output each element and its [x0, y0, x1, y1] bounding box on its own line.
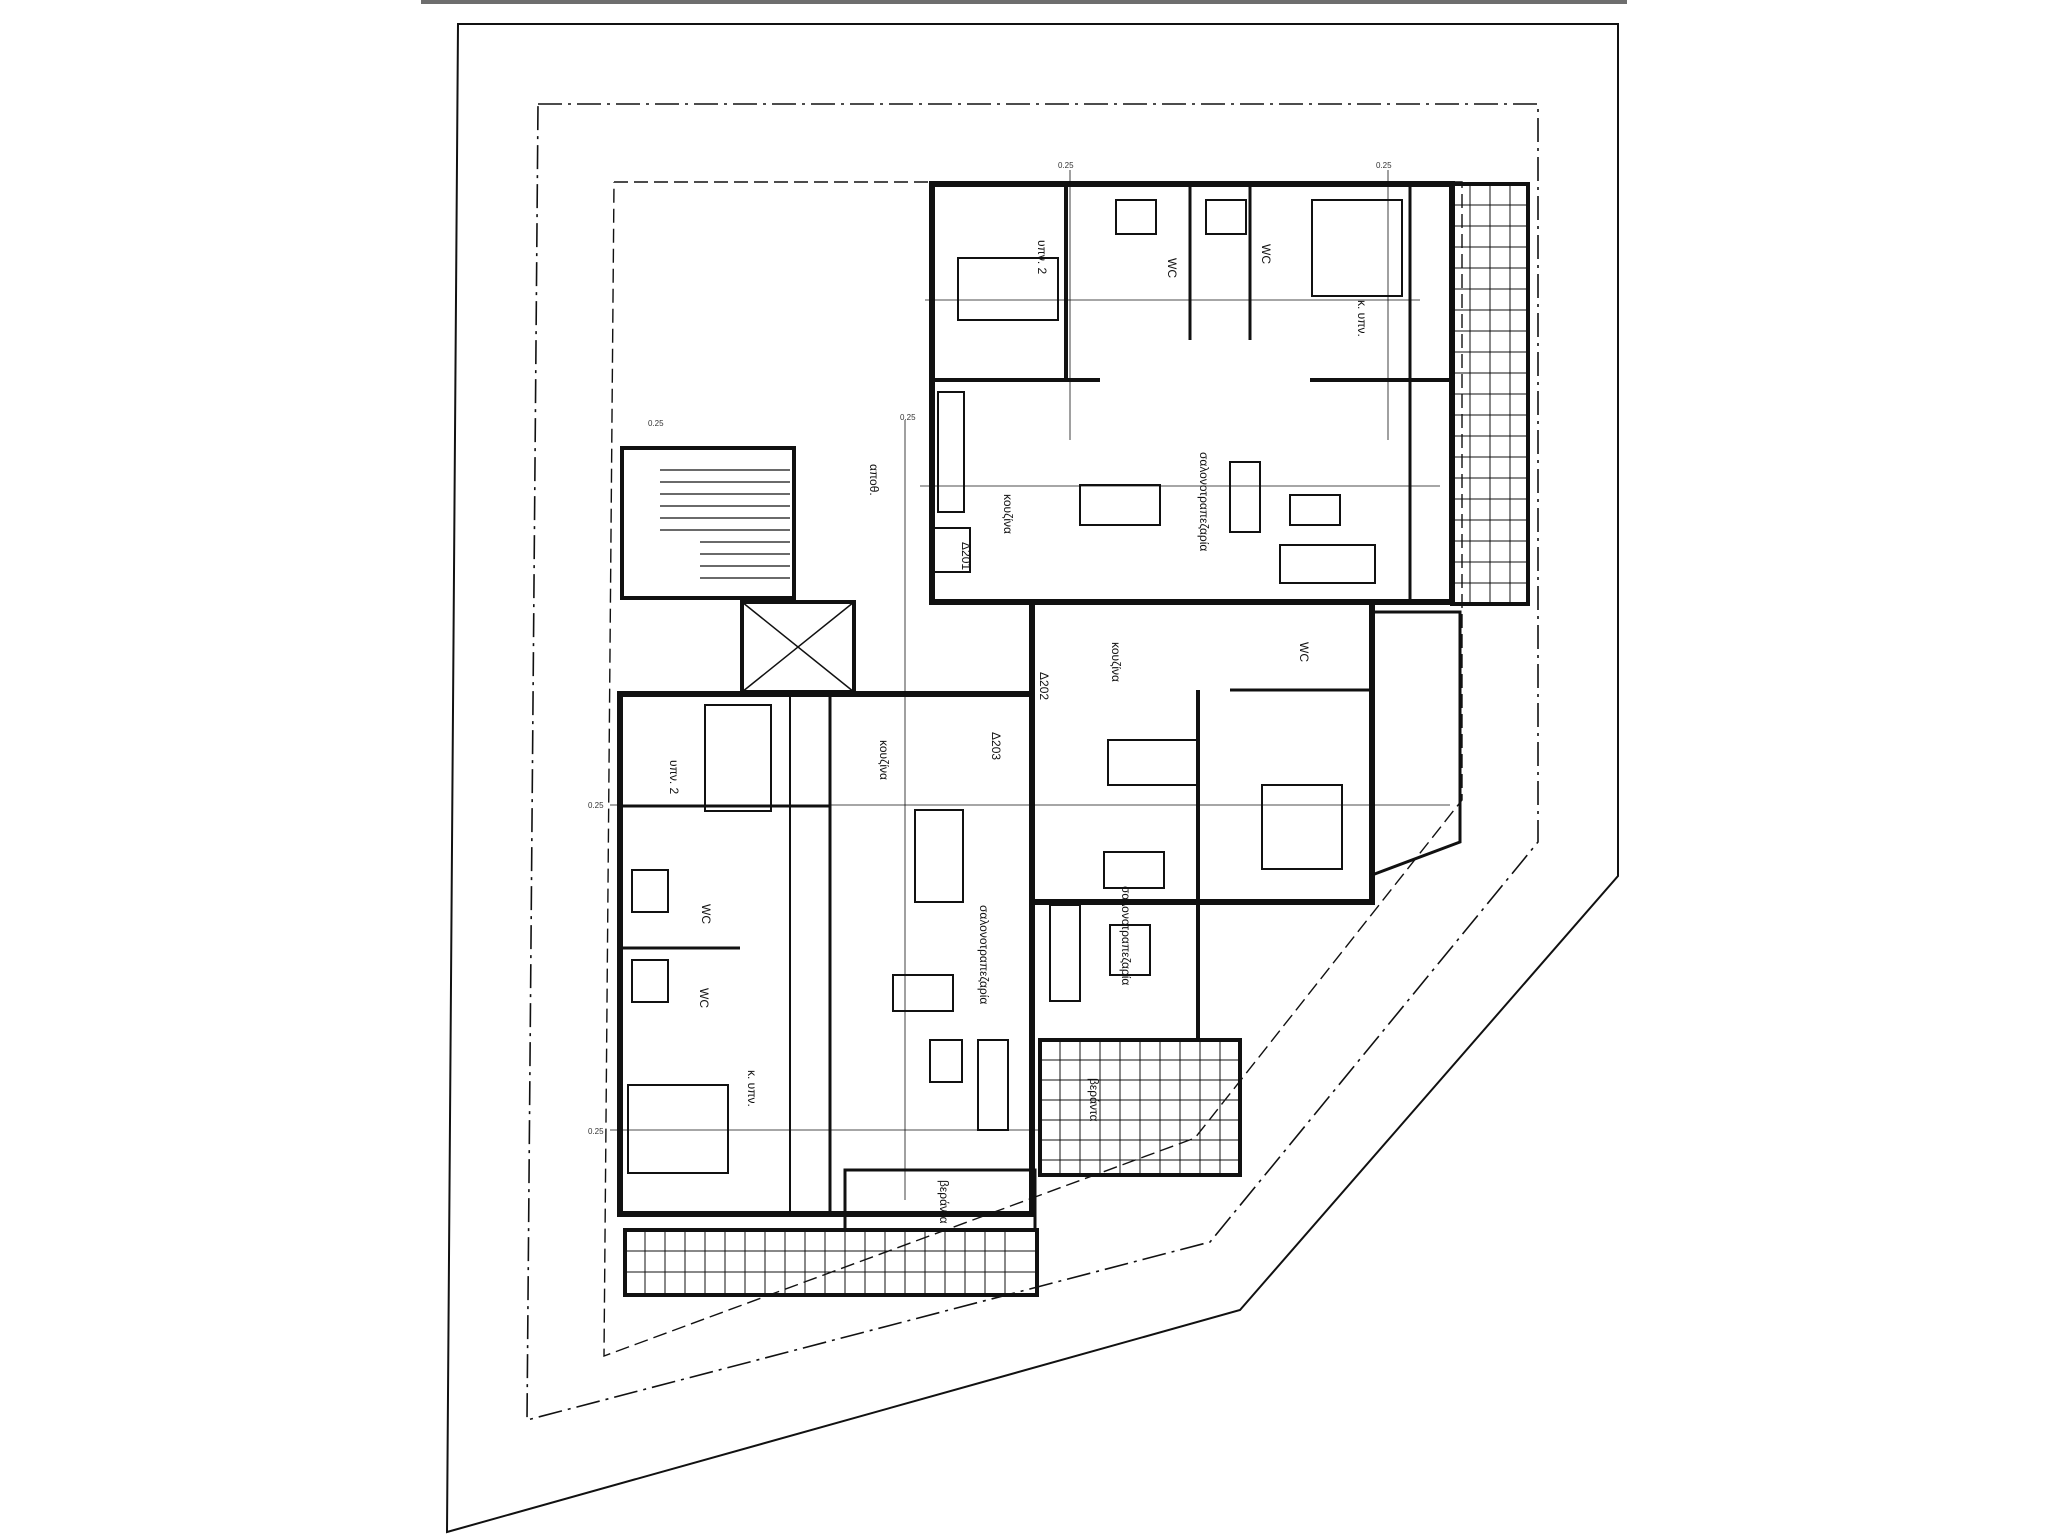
building-setback-line [526, 103, 1539, 1422]
dim-tag: 0.25 [1058, 161, 1074, 170]
dim-tag: 0.25 [1376, 161, 1392, 170]
label-lower-kitchen: κουζίνα [877, 740, 891, 780]
dim-tag: 0.25 [648, 419, 664, 428]
dim-tag: 0.25 [588, 1127, 604, 1136]
label-middle-door: Δ202 [1037, 672, 1051, 700]
label-lower-living: σαλονοτραπεζαρία [977, 905, 991, 1004]
label-middle-veranda: βεράντα [1087, 1078, 1101, 1122]
label-lower-wc-2: WC [697, 988, 711, 1008]
label-upper-master-bedroom: κ. υπν. [1355, 300, 1369, 337]
label-upper-wc-1: WC [1165, 258, 1179, 278]
label-lower-bedroom-2: υπν. 2 [667, 760, 681, 795]
label-lower-door: Δ203 [989, 732, 1003, 760]
grid-axes [610, 170, 1450, 1200]
label-lower-veranda: βεράντα [937, 1180, 951, 1224]
dim-tag: 0.25 [900, 413, 916, 422]
label-middle-kitchen: κουζίνα [1109, 642, 1123, 682]
label-middle-wc: WC [1297, 642, 1311, 662]
middle-unit [1029, 599, 1462, 1177]
dim-tag: 0.25 [588, 801, 604, 810]
lower-unit [617, 691, 1039, 1297]
stair-core [620, 446, 856, 694]
label-upper-door: Δ201 [959, 542, 973, 570]
label-storage: αποθ. [867, 464, 881, 496]
page-frame-edge [421, 0, 1627, 4]
label-lower-wc-1: WC [699, 904, 713, 924]
upper-unit [929, 181, 1530, 606]
label-middle-living: σαλονοτραπεζαρία [1119, 886, 1133, 985]
label-upper-wc-2: WC [1259, 244, 1273, 264]
label-lower-master-bedroom: κ. υπν. [745, 1070, 759, 1107]
label-upper-bedroom-2: υπν. 2 [1035, 240, 1049, 275]
label-upper-kitchen: κουζίνα [1001, 494, 1015, 534]
label-upper-living: σαλονοτραπεζαρία [1197, 452, 1211, 551]
plot-boundary [445, 23, 1619, 1534]
